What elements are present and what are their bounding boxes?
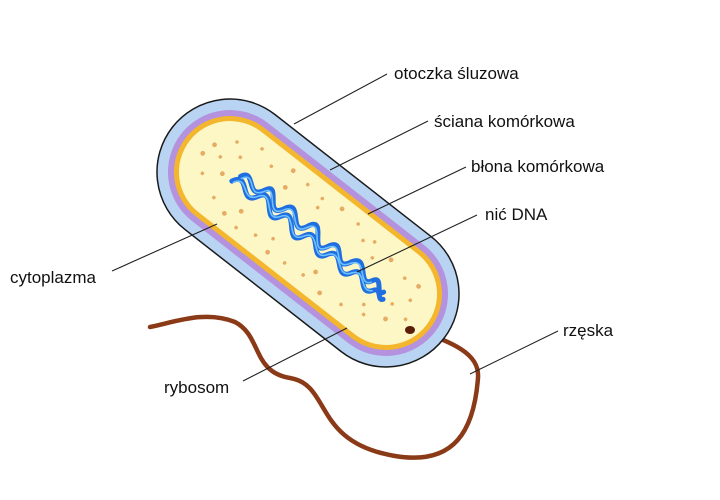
ribosome-dot [219, 171, 225, 177]
ribosome-dot [200, 171, 205, 176]
label-cell-wall: ściana komórkowa [434, 112, 575, 131]
ribosome-dot [200, 150, 206, 156]
ribosome-dot [383, 316, 388, 322]
leader-cytoplasm [111, 223, 218, 272]
ribosome-dot [269, 164, 274, 169]
ribosome-dot [315, 205, 320, 210]
ribosome-dot [235, 140, 239, 144]
ribosome-dot [403, 317, 408, 322]
leader-dna [356, 214, 478, 273]
flagellum [147, 314, 481, 460]
ribosome-dot [260, 147, 264, 151]
ribosome-dot [370, 256, 375, 260]
ribosome-dot [390, 302, 395, 306]
ribosome-dot [238, 208, 244, 214]
ribosome-dot [408, 298, 413, 303]
leader-capsule [293, 73, 388, 125]
flagellum-base [405, 326, 415, 334]
ribosome-dot [253, 233, 258, 237]
dna-strand [229, 172, 387, 302]
label-ribosome: rybosom [164, 378, 229, 397]
leader-cell-wall [329, 120, 429, 171]
ribosome-dot [402, 276, 407, 280]
ribosome-dot [282, 184, 288, 190]
ribosome-dots [200, 140, 421, 322]
ribosome-dot [305, 182, 310, 187]
ribosome-dot [416, 283, 421, 289]
ribosome-dot [361, 238, 365, 243]
label-cell-membrane: błona komórkowa [471, 157, 605, 176]
ribosome-dot [212, 195, 216, 200]
leader-flagellum [469, 330, 559, 375]
ribosome-dot [290, 168, 296, 174]
leader-cell-membrane [367, 166, 467, 215]
bacterium-cell [156, 98, 460, 368]
label-dna: nić DNA [485, 205, 548, 224]
ribosome-dot [362, 302, 366, 307]
ribosome-dot [212, 142, 217, 148]
ribosome-dot [388, 257, 394, 263]
ribosome-dot [221, 210, 227, 216]
ribosome-dot [313, 269, 319, 275]
ribosome-dot [265, 249, 271, 255]
ribosome-dot [317, 290, 323, 296]
ribosome-dot [301, 273, 305, 277]
leader-ribosome [242, 327, 348, 382]
ribosome-dot [320, 196, 325, 201]
ribosome-dot [218, 155, 223, 159]
ribosome-dot [356, 222, 360, 226]
ribosome-dot [238, 155, 243, 160]
ribosome-dot [372, 240, 377, 244]
ribosome-dot [271, 236, 275, 241]
label-cytoplasm: cytoplazma [10, 268, 97, 287]
ribosome-dot [339, 206, 345, 212]
ribosome-dot [339, 302, 343, 307]
ribosome-dot [361, 312, 366, 317]
ribosome-dot [282, 261, 287, 265]
label-flagellum: rzęska [563, 321, 614, 340]
ribosome-dot [234, 225, 238, 230]
label-capsule: otoczka śluzowa [394, 64, 519, 83]
